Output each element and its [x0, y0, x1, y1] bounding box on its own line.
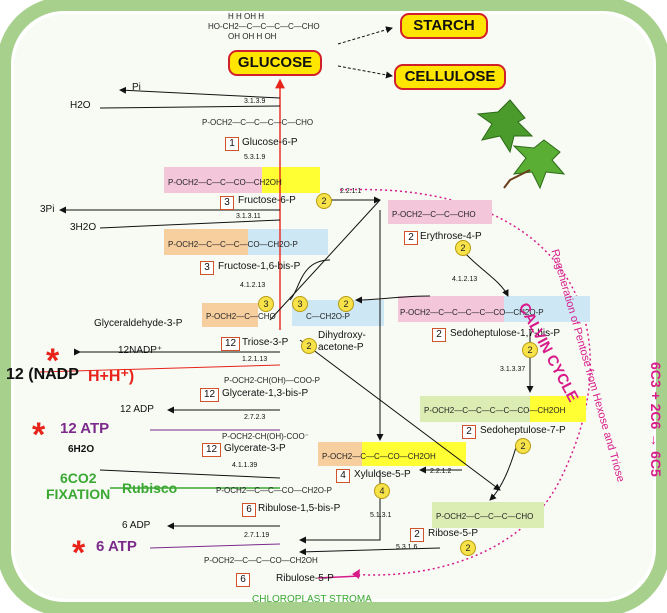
stoich-ribulose5p: 6 — [236, 573, 250, 587]
dhap-formula: C—CH2O-P — [306, 312, 351, 321]
stoich-fructose6p: 3 — [220, 196, 234, 210]
stoich-xylulose5p: 4 — [336, 469, 350, 483]
stoich-erythrose4p: 2 — [404, 231, 418, 245]
stoich-fructose16bisp: 3 — [200, 261, 214, 275]
h2o-label: H2O — [70, 100, 91, 111]
glyceraldehyde3p-label: Glyceraldehyde-3-P — [94, 318, 183, 329]
glycerate3p-label: Glycerate-3-P — [224, 443, 286, 454]
nadp-label: 12NADP⁺ — [118, 345, 163, 356]
enzyme-label: 4.1.2.13 — [452, 276, 478, 283]
enzyme-label: 2.2.1.2 — [430, 468, 452, 475]
enzyme-label: 5.3.1.9 — [244, 154, 266, 161]
count-circle: 2 — [460, 540, 476, 556]
enzyme-label: 5.3.1.6 — [396, 544, 418, 551]
count-circle: 2 — [301, 338, 317, 354]
count-circle: 2 — [515, 438, 531, 454]
atp6-label: 6 ATP — [96, 538, 137, 555]
count-circle: 3 — [292, 296, 308, 312]
erythrose4p-formula: P-OCH2—C—C—CHO — [392, 210, 476, 219]
count-circle: 4 — [374, 483, 390, 499]
enzyme-label: 2.7.1.19 — [244, 532, 270, 539]
atp12-label: 12 ATP — [60, 420, 110, 437]
count-circle: 2 — [455, 240, 471, 256]
adp6-label: 6 ADP — [122, 520, 151, 531]
starch-label: STARCH — [400, 13, 488, 39]
stoich-triose3p: 12 — [221, 337, 240, 351]
co2-label: 6CO2 — [60, 470, 97, 486]
glycerate13bisp-formula: P-OCH2-CH(OH)—COO-P — [224, 376, 320, 385]
enzyme-label: 2.7.2.3 — [244, 414, 266, 421]
fructose6p-label: Fructose-6-P — [238, 195, 296, 206]
ribose5p-label: Ribose-5-P — [428, 528, 479, 539]
stoich-sedoheptulose7p: 2 — [462, 425, 476, 439]
fixation-label: FIXATION — [46, 486, 111, 502]
stoich-glucose6p: 1 — [225, 137, 239, 151]
calvin-stoichiometry: 6C3 + 2C6 → 6C5 — [648, 362, 664, 477]
sedoheptulose7p-formula: P-OCH2—C—C—C—C—CO—CH2OH — [424, 406, 566, 415]
enzyme-label: 1.2.1.13 — [242, 356, 268, 363]
count-circle: 2 — [338, 296, 354, 312]
ribulose15bisp-formula: P-OCH2—C—C—CO—CH2O-P — [216, 486, 333, 495]
rubisco-label: Rubisco — [122, 480, 178, 496]
adp12-label: 12 ADP — [120, 404, 154, 415]
glucose-formula: HO-CH2—C—C—C—C—CHO — [208, 22, 320, 31]
enzyme-label: 2.2.1.1 — [340, 188, 362, 195]
erythrose4p-label: Erythrose-4-P — [420, 231, 482, 242]
h2o6-label: 6H2O — [68, 444, 95, 455]
count-circle: 2 — [316, 193, 332, 209]
glucose-label: GLUCOSE — [228, 50, 322, 76]
3pi-label: 3Pi — [40, 204, 55, 215]
fructose16bisp-formula: P-OCH2—C—C—C—CO—CH2O-P — [168, 240, 298, 249]
cellulose-label: CELLULOSE — [394, 64, 506, 90]
glycerate13bisp-label: Glycerate-1,3-bis-P — [222, 388, 309, 399]
enzyme-label: 4.1.1.39 — [232, 462, 258, 469]
sedoheptulose7p-label: Sedoheptulose-7-P — [480, 425, 566, 436]
stroma-label: CHLOROPLAST STROMA — [252, 594, 372, 605]
glucose6p-label: Glucose-6-P — [242, 137, 298, 148]
xylulose5p-label: Xylulose-5-P — [354, 469, 411, 480]
enzyme-label: 3.1.3.9 — [244, 98, 266, 105]
enzyme-label: 4.1.2.13 — [240, 282, 266, 289]
count-circle: 2 — [522, 342, 538, 358]
glucose-formula-top: H H OH H — [228, 12, 264, 21]
stoich-ribulose15bisp: 6 — [242, 503, 256, 517]
nadph-prefix: 12 (NADP — [6, 366, 79, 383]
ribulose5p-formula: P-OCH2—C—C—CO—CH2OH — [204, 556, 318, 565]
stoich-sedoheptulose17bisp: 2 — [432, 328, 446, 342]
star-icon: * — [72, 534, 86, 572]
stoich-glycerate13bisp: 12 — [200, 388, 219, 402]
stoich-ribose5p: 2 — [410, 528, 424, 542]
count-circle: 3 — [258, 296, 274, 312]
stoich-glycerate3p: 12 — [202, 443, 221, 457]
star-icon: * — [46, 342, 60, 380]
star-icon: * — [32, 416, 46, 454]
sedoheptulose17bisp-formula: P-OCH2—C—C—C—C—CO—CH2O-P — [400, 308, 544, 317]
glucose6p-formula: P-OCH2—C—C—C—C—CHO — [202, 118, 314, 127]
sedoheptulose17bisp-label: Sedoheptulose-1,7-bis-P — [450, 328, 561, 339]
triose3p-label: Triose-3-P — [242, 337, 289, 348]
dhap-label: Dihydroxy- acetone-P — [318, 330, 366, 353]
g3p-formula: P-OCH2—C—CHO — [206, 312, 276, 321]
nadph-suffix: H+H⁺) — [88, 368, 135, 385]
glucose-formula-bottom: OH OH H OH — [228, 32, 277, 41]
pi-label: Pi — [132, 82, 141, 93]
ribose5p-formula: P-OCH2—C—C—C—CHO — [436, 512, 534, 521]
enzyme-label: 3.1.3.37 — [500, 366, 526, 373]
fructose6p-formula: P-OCH2—C—C—CO—CH2OH — [168, 178, 282, 187]
fructose16bisp-label: Fructose-1,6-bis-P — [218, 261, 301, 272]
glycerate3p-formula: P-OCH2-CH(OH)-COO⁻ — [222, 432, 309, 441]
ribulose5p-label: Ribulose-5-P — [276, 573, 334, 584]
xylulose5p-formula: P-OCH2—C—C—CO—CH2OH — [322, 452, 436, 461]
3h2o-label: 3H2O — [70, 222, 97, 233]
enzyme-label: 5.1.3.1 — [370, 512, 392, 519]
ribulose15bisp-label: Ribulose-1,5-bis-P — [258, 503, 341, 514]
enzyme-label: 3.1.3.11 — [236, 213, 261, 220]
leaf-icon — [476, 99, 566, 190]
